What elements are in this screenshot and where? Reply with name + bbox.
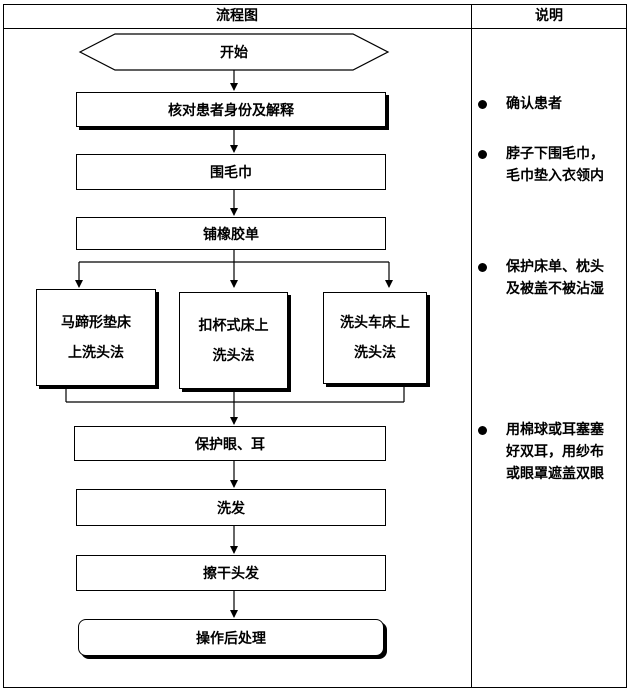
note-line: 确认患者 — [506, 96, 562, 112]
dry-hair-step: 擦干头发 — [76, 555, 386, 591]
note-bullet — [478, 426, 487, 435]
note-line: 毛巾垫入衣领内 — [506, 168, 604, 184]
protect-eyes-ears-step: 保护眼、耳 — [74, 426, 386, 461]
note-bullet — [478, 150, 487, 159]
start-terminator-shape — [78, 33, 390, 71]
note-verify-patient: 确认患者 — [506, 93, 622, 115]
note-protect-eyes-ears: 用棉球或耳塞塞 好双耳，用纱布 或眼罩遮盖双眼 — [506, 419, 622, 485]
note-line: 及被盖不被沾湿 — [506, 281, 604, 297]
header-divider — [3, 28, 627, 29]
method-cart-line2: 洗头法 — [354, 345, 396, 361]
method-horseshoe-pad: 马蹄形垫床 上洗头法 — [36, 289, 156, 386]
wash-hair-step: 洗发 — [76, 489, 386, 526]
method-horseshoe-line2: 上洗头法 — [68, 344, 124, 361]
method-cart-line1: 洗头车床上 — [340, 315, 410, 331]
table-frame — [3, 4, 627, 688]
note-line: 好双耳，用纱布 — [506, 444, 604, 460]
column-divider — [471, 4, 472, 688]
towel-step: 围毛巾 — [76, 154, 386, 190]
flowchart-column-header: 流程图 — [216, 8, 258, 24]
note-line: 保护床单、枕头 — [506, 259, 604, 275]
notes-column-header: 说明 — [535, 8, 563, 24]
method-wash-cart: 洗头车床上 洗头法 — [323, 292, 427, 384]
verify-patient-step: 核对患者身份及解释 — [76, 92, 386, 127]
rubber-sheet-step: 铺橡胶单 — [76, 217, 386, 250]
end-terminator: 操作后处理 — [78, 619, 384, 656]
note-towel: 脖子下围毛巾， 毛巾垫入衣领内 — [506, 143, 622, 187]
method-cup-line1: 扣杯式床上 — [198, 317, 269, 334]
note-bullet — [478, 263, 487, 272]
method-horseshoe-line1: 马蹄形垫床 — [61, 314, 131, 331]
note-line: 脖子下围毛巾， — [506, 146, 604, 162]
note-line: 或眼罩遮盖双眼 — [506, 466, 604, 482]
start-node-label: 开始 — [220, 45, 248, 61]
method-cup-line2: 洗头法 — [212, 347, 255, 364]
note-line: 用棉球或耳塞塞 — [506, 422, 604, 438]
note-bullet — [478, 100, 487, 109]
note-protect-bedding: 保护床单、枕头 及被盖不被沾湿 — [506, 256, 622, 300]
method-cup-bed: 扣杯式床上 洗头法 — [179, 292, 288, 389]
